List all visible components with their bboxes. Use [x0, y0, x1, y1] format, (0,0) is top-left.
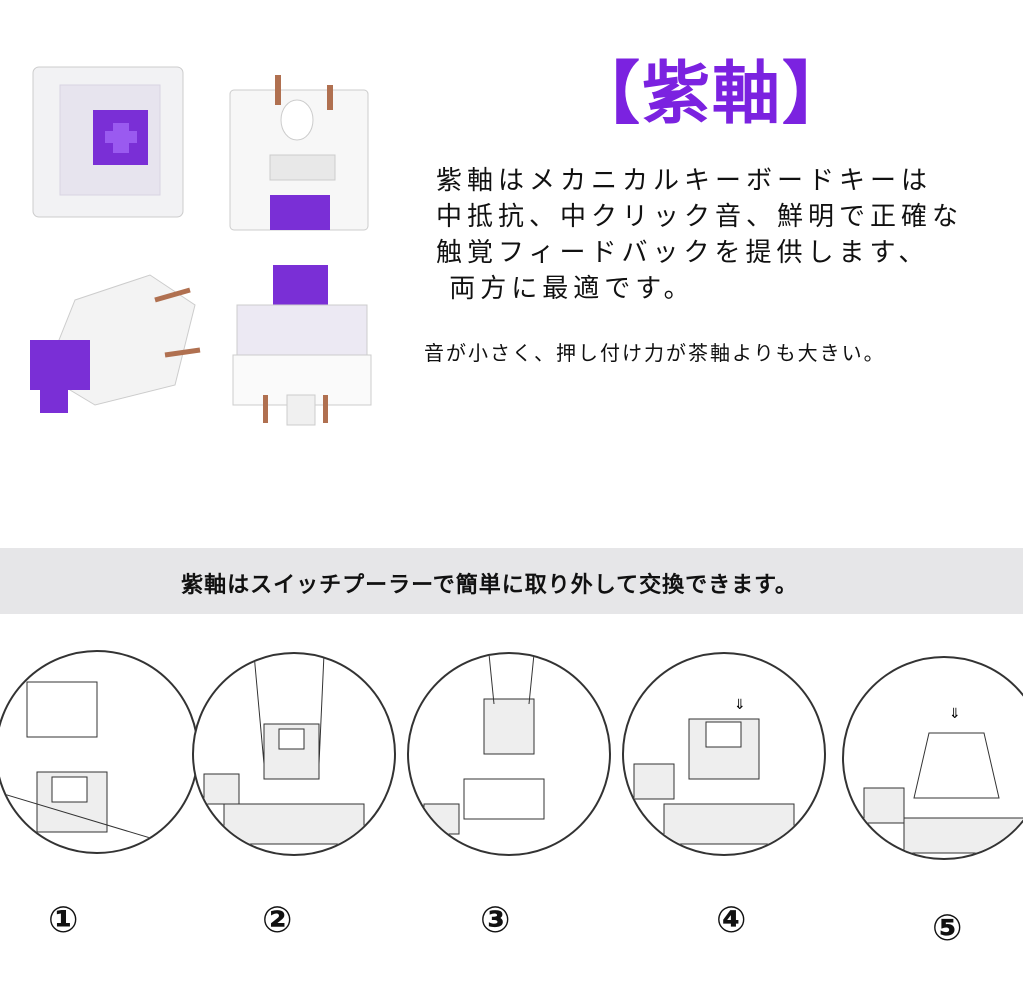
svg-text:⇓: ⇓	[949, 706, 961, 722]
step-number: ②	[262, 900, 293, 941]
description-line: 触覚フィードバックを提供します、	[436, 238, 930, 268]
step-2-illustration	[192, 652, 396, 856]
description-line: 両方に最適です。	[436, 274, 695, 304]
switch-photos	[30, 66, 372, 426]
note-text: 音が小さく、押し付け力が茶軸よりも大きい。	[424, 341, 886, 365]
step-number: ⑤	[932, 908, 963, 949]
step-5-illustration: ⇓	[842, 656, 1023, 860]
banner	[0, 548, 1023, 614]
banner-text: 紫軸はスイッチプーラーで簡単に取り外して交換できます。	[181, 573, 798, 598]
step-4-illustration: ⇓	[622, 652, 826, 856]
page-title: 【紫軸】	[572, 55, 853, 134]
step-number: ①	[48, 900, 79, 941]
switch-side-view	[30, 274, 201, 413]
switch-top-view	[32, 66, 184, 218]
step-3-illustration	[407, 652, 611, 856]
switch-front-view	[232, 265, 372, 426]
step-number: ④	[716, 900, 747, 941]
step-1-illustration	[0, 650, 199, 854]
description-line: 紫軸はメカニカルキーボードキーは	[436, 166, 933, 196]
svg-text:⇓: ⇓	[734, 697, 746, 713]
step-number: ③	[480, 900, 511, 941]
description-line: 中抵抗、中クリック音、鮮明で正確な	[436, 202, 964, 232]
switch-bottom-view	[229, 75, 369, 231]
